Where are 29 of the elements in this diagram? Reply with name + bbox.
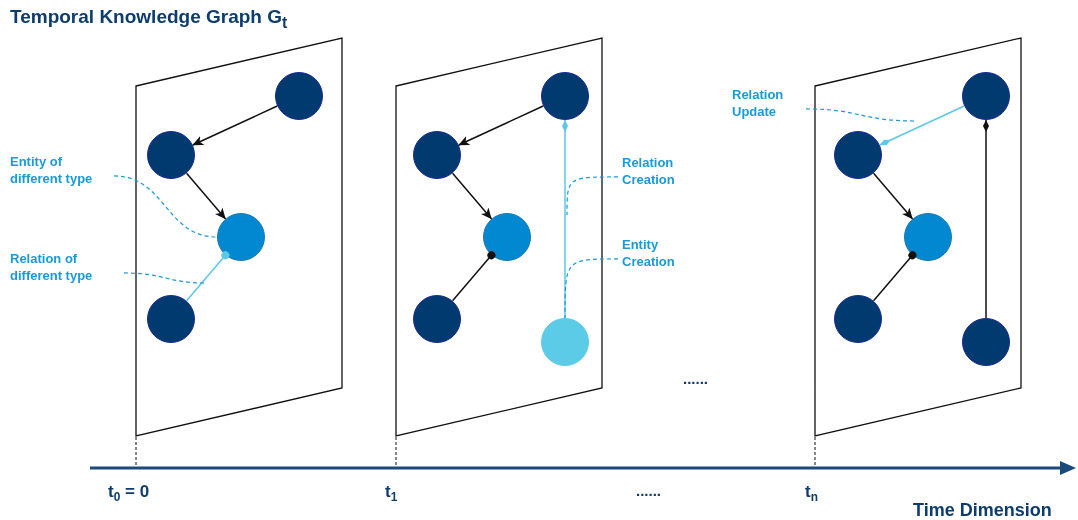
relation-edge [879, 105, 965, 146]
relation-edge [872, 251, 917, 302]
annotation-text: Relation of different type [10, 251, 120, 285]
annotation-text: Entity of different type [10, 154, 110, 188]
relation-edge [872, 172, 914, 220]
relation-edge [451, 251, 496, 302]
leader-line [564, 258, 619, 319]
relation-edge [192, 105, 278, 146]
leader-line [805, 108, 916, 122]
snapshot-plane [815, 38, 1021, 436]
ellipsis-text: ...... [636, 482, 661, 499]
relation-edge [185, 172, 227, 220]
ellipsis-text: ...... [683, 370, 708, 387]
axis-label: Time Dimension [913, 500, 1052, 520]
snapshot-plane [396, 38, 602, 436]
relation-edge [983, 119, 989, 319]
annotation-text: Relation Creation [622, 155, 702, 189]
time-step-label: t$_{0}$ = 0 [108, 482, 150, 505]
relation-edge [451, 172, 493, 220]
relation-edge [458, 105, 544, 146]
diagram-title: Temporal Knowledge Graph G$_{t}$ [10, 6, 288, 32]
relation-edge [185, 251, 230, 302]
time-step-label: t$_{n}$ [805, 482, 818, 505]
leader-line [566, 176, 619, 216]
annotation-text: Relation Update [732, 87, 802, 121]
time-step-label: t$_{1}$ [385, 482, 398, 505]
leader-line [113, 175, 218, 238]
snapshot-plane [136, 38, 342, 436]
annotation-text: Entity Creation [622, 237, 702, 271]
